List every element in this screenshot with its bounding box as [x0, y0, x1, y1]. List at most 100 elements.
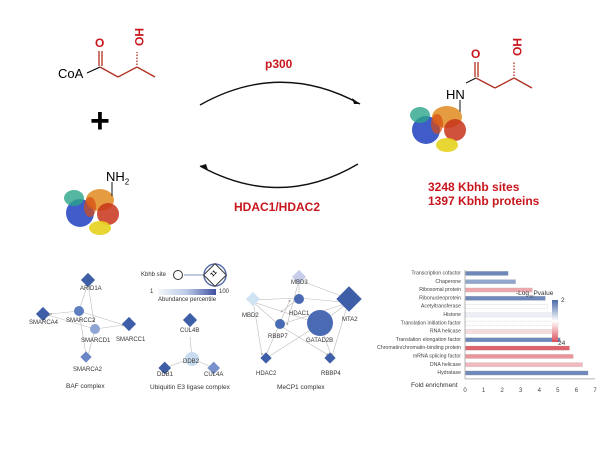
label-smarcd1: SMARCD1: [81, 338, 111, 344]
bar: [465, 279, 516, 284]
category-label: Transcription cofactor: [411, 271, 461, 277]
enrichment-chart: Transcription cofactorChaperoneRibosomal…: [377, 270, 597, 394]
gradient-min-label: 1: [150, 289, 154, 295]
label-ddb1: DDB1: [157, 372, 174, 378]
pvalue-legend-max: 2: [561, 297, 565, 304]
gradient-title: Abundance percentile: [158, 297, 217, 303]
label-smarca4: SMARCA4: [29, 320, 59, 326]
writer-enzyme-label: p300: [265, 57, 293, 71]
product-hydroxyl-label: HO: [510, 38, 524, 56]
pvalue-legend-title: -Log10Pvalue: [516, 290, 553, 298]
gradient-max-label: 100: [219, 289, 230, 295]
label-mbd2: MBD2: [242, 313, 259, 319]
bar: [465, 287, 533, 293]
coa-label: CoA: [58, 66, 84, 81]
substrate-molecule: [86, 51, 156, 78]
node-mta2: [336, 286, 362, 312]
baf-edges: [47, 282, 125, 357]
node-arid1a: [80, 272, 96, 288]
category-label: Ribonucleoprotein: [419, 295, 461, 301]
ubiquitin-complex-title: Ubiquitin E3 ligase complex: [150, 384, 230, 391]
reaction-scheme: [64, 51, 533, 235]
node-smarcd1: [90, 324, 100, 334]
label-ddb2: DDB2: [183, 359, 200, 365]
bar: [465, 370, 589, 376]
node-cul4a: [207, 361, 221, 375]
bar: [465, 320, 559, 326]
x-tick-label: 5: [556, 388, 560, 394]
bar: [465, 296, 546, 301]
category-label: Chromatin/chromatin-binding protein: [377, 345, 461, 351]
bar: [465, 304, 548, 309]
carbonyl-oxygen-label: O: [95, 36, 105, 50]
category-label: RNA helicase: [430, 329, 461, 335]
kbhb-site-legend-label: Kbhb site: [141, 272, 167, 278]
node-smarca4: [35, 306, 51, 322]
hydroxyl-label: HO: [132, 28, 146, 46]
x-tick-label: 2: [500, 388, 504, 394]
bar: [465, 312, 555, 318]
product-nh-label: HN: [446, 87, 465, 102]
kbhb-site-symbol: [173, 270, 183, 280]
x-tick-label: 3: [519, 388, 523, 394]
pvalue-title-end: Pvalue: [533, 290, 554, 297]
node-cul4b: [182, 312, 198, 328]
label-cul4b: CUL4B: [180, 328, 200, 334]
label-gatad2b: GATAD2B: [306, 338, 334, 344]
coa-bond: [86, 66, 101, 74]
bond: [494, 77, 515, 89]
x-axis-label: Fold enrichment: [411, 382, 458, 389]
bar: [465, 362, 583, 367]
label-hdac1: HDAC1: [289, 311, 310, 317]
bar: [465, 345, 570, 351]
label-smarcc2: SMARCC2: [66, 318, 96, 324]
label-rbbp4: RBBP4: [321, 371, 341, 377]
node-smarca2: [80, 351, 92, 363]
forward-arrow: [199, 81, 361, 106]
label-mta2: MTA2: [342, 317, 358, 323]
category-label: DNA helicase: [430, 362, 461, 368]
node-rbbp7: [275, 319, 285, 329]
eraser-enzyme-label: HDAC1/HDAC2: [234, 200, 321, 214]
node-ddb1: [158, 361, 172, 375]
amine-label: NH2: [106, 169, 129, 187]
category-label: Acetyltransferase: [421, 304, 461, 310]
label-hdac2: HDAC2: [256, 371, 277, 377]
protein-structure-icon: [64, 189, 119, 235]
kbhb-sites-count: 3248 Kbhb sites: [428, 180, 520, 194]
bar: [465, 354, 574, 359]
node-smarcc1: [121, 316, 137, 332]
category-label: Ribosomal protein: [419, 287, 461, 293]
kbhb-proteins-count: 1397 Kbhb proteins: [428, 194, 540, 208]
label-smarca2: SMARCA2: [73, 367, 103, 373]
bond: [117, 66, 138, 78]
protein-networks: [35, 262, 362, 375]
node-mbd3: [291, 269, 307, 285]
node-ddb2: [185, 352, 199, 366]
node-hdac1: [294, 294, 304, 304]
baf-complex-title: BAF complex: [66, 383, 105, 390]
x-tick-label: 1: [482, 388, 486, 394]
category-label: mRNA splicing factor: [413, 354, 461, 360]
forward-arrowhead: [352, 98, 360, 104]
pvalue-legend-min: 24: [558, 340, 566, 347]
category-label: Chaperone: [435, 279, 461, 285]
product-molecule: [459, 62, 533, 112]
bond: [475, 77, 496, 89]
bar: [465, 329, 559, 334]
bond: [136, 66, 156, 78]
node-smarcc2: [74, 306, 84, 316]
node-gatad2b: [307, 310, 333, 336]
x-tick-label: 6: [575, 388, 579, 394]
reverse-arrow: [199, 163, 359, 189]
label-mbd3: MBD3: [291, 280, 308, 286]
pvalue-title-main: -Log: [516, 290, 530, 297]
label-cul4a: CUL4A: [204, 372, 224, 378]
amine-subscript: 2: [124, 177, 130, 187]
category-label: Hydratase: [437, 370, 461, 376]
category-label: Translation elongation factor: [396, 337, 462, 343]
x-tick-label: 7: [593, 388, 597, 394]
kbhb-stats: 3248 Kbhb sites 1397 Kbhb proteins: [428, 180, 539, 208]
x-tick-label: 0: [463, 388, 467, 394]
category-label: Translation initiation factor: [401, 320, 462, 326]
